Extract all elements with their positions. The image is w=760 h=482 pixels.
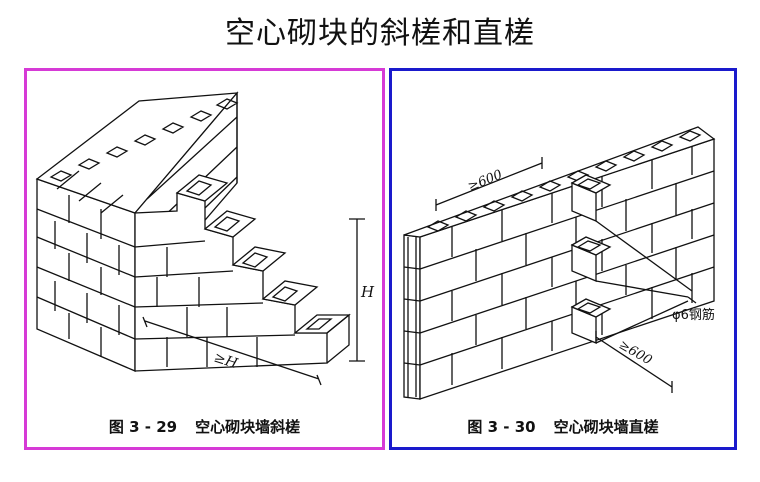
bottom-spacing-label: ≥600 (616, 337, 654, 368)
rebar-label: φ6钢筋 (672, 307, 715, 323)
figure-title-left: 空心砌块墙斜槎 (195, 418, 301, 436)
figure-panel-raking-toothing: H ≥H 图 3 - 29 空心砌块墙斜槎 (24, 68, 385, 450)
figure-number-right: 图 3 - 30 (467, 418, 536, 436)
figure-title-right: 空心砌块墙直槎 (553, 418, 659, 436)
figure-caption-right: 图 3 - 30 空心砌块墙直槎 (392, 416, 734, 437)
straight-toothing-drawing: ≥600 ≥600 φ6钢筋 (403, 126, 716, 400)
figure-panel-straight-toothing: ≥600 ≥600 φ6钢筋 图 3 - 30 空心砌块墙直槎 (389, 68, 737, 450)
height-label: H (360, 283, 375, 301)
top-spacing-label: ≥600 (466, 167, 505, 194)
page-title: 空心砌块的斜槎和直槎 (225, 16, 535, 51)
raking-toothing-drawing: H ≥H (35, 91, 375, 386)
run-label: ≥H (212, 350, 240, 373)
figure-caption-left: 图 3 - 29 空心砌块墙斜槎 (27, 416, 382, 437)
figure-number-left: 图 3 - 29 (108, 418, 178, 436)
